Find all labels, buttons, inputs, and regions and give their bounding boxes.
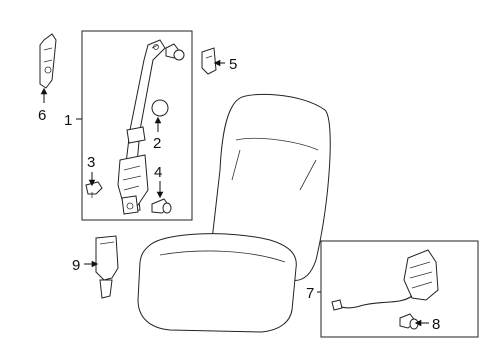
adjuster-bracket: [201, 47, 217, 75]
pretensioner-bolt: [399, 313, 419, 330]
callout-9: 9: [72, 257, 80, 274]
push-clip: [85, 181, 103, 198]
leader-lines: [40, 59, 429, 327]
mounting-bolt: [151, 198, 172, 214]
callout-1: 1: [64, 112, 72, 129]
retractor-group-box: [81, 30, 193, 221]
callout-7: 7: [306, 285, 314, 302]
callout-2: 2: [153, 135, 161, 152]
callout-6: 6: [38, 107, 46, 124]
cover-cap: [151, 99, 169, 117]
callout-5: 5: [229, 56, 237, 73]
callout-8: 8: [432, 316, 440, 333]
callout-4: 4: [154, 164, 162, 181]
pretensioner-group-box: [320, 240, 479, 338]
seat-belt-buckle: [95, 235, 119, 299]
callout-3: 3: [87, 154, 95, 171]
belt-guide: [39, 33, 57, 89]
anchor-bolt: [165, 43, 185, 61]
pretensioner-buckle: [331, 249, 439, 311]
seat: [137, 93, 331, 333]
seat-belt-retractor-assembly: [117, 39, 166, 215]
